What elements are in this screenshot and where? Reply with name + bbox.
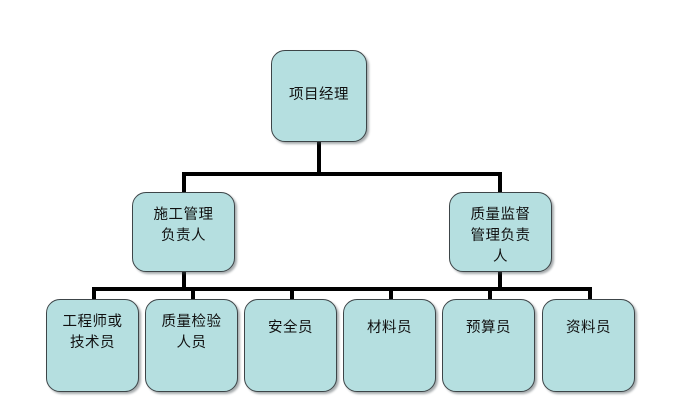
- connector-leaf-bus: [92, 287, 592, 291]
- node-label: 材料员: [367, 320, 412, 336]
- node-engineer-or-technician[interactable]: 工程师或 技术员: [46, 299, 139, 392]
- node-budget-officer[interactable]: 预算员: [442, 299, 535, 392]
- connector-to-leaf-4: [389, 287, 393, 301]
- node-label: 预算员: [466, 320, 511, 336]
- connector-to-leaf-5: [488, 287, 492, 301]
- connector-mid-left-stem: [182, 271, 186, 289]
- node-documentation-officer[interactable]: 资料员: [542, 299, 635, 392]
- connector-to-leaf-3: [290, 287, 294, 301]
- node-safety-officer[interactable]: 安全员: [244, 299, 337, 392]
- node-materials-officer[interactable]: 材料员: [343, 299, 436, 392]
- node-quality-supervision-lead[interactable]: 质量监督 管理负责 人: [449, 192, 552, 272]
- node-label: 资料员: [566, 320, 611, 336]
- node-construction-management-lead[interactable]: 施工管理 负责人: [132, 192, 235, 272]
- connector-mid-right-stem: [498, 271, 502, 289]
- connector-to-mid-right: [498, 172, 502, 193]
- node-label: 质量检验 人员: [161, 314, 222, 352]
- node-label: 工程师或 技术员: [62, 314, 123, 352]
- connector-to-leaf-1: [92, 287, 96, 301]
- node-quality-inspector[interactable]: 质量检验 人员: [145, 299, 238, 392]
- connector-root-stem: [317, 142, 321, 175]
- node-label: 项目经理: [289, 87, 349, 104]
- connector-to-leaf-2: [191, 287, 195, 301]
- node-label: 施工管理 负责人: [153, 207, 214, 245]
- connector-to-mid-left: [182, 172, 186, 193]
- node-label: 安全员: [268, 320, 313, 336]
- node-label: 质量监督 管理负责 人: [470, 207, 531, 266]
- connector-level1-bus: [182, 172, 502, 176]
- connector-to-leaf-6: [588, 287, 592, 301]
- node-project-manager[interactable]: 项目经理: [271, 50, 367, 142]
